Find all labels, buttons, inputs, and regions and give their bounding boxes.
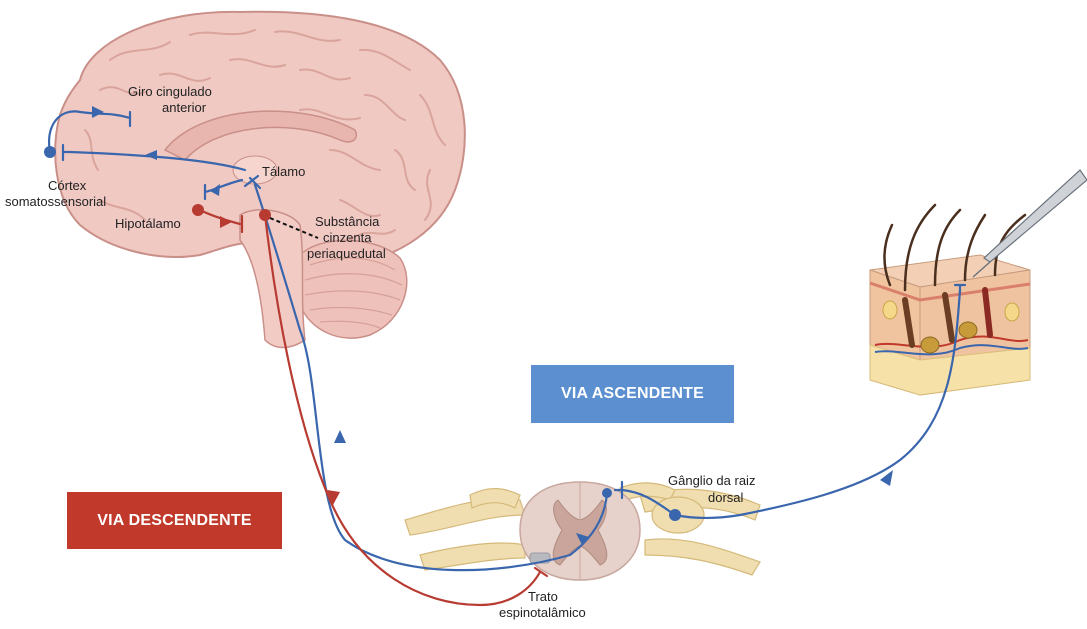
descending-pathway-box: VIA DESCENDENTE <box>67 492 282 549</box>
ascending-pathway-box: VIA ASCENDENTE <box>531 365 734 423</box>
label-cingulate-1: Giro cingulado <box>128 84 212 99</box>
skin-cross-section-icon <box>870 205 1030 395</box>
needle-icon <box>973 170 1087 277</box>
label-tract-1: Trato <box>528 589 558 604</box>
label-pag-1: Substância <box>315 214 380 229</box>
label-pag-3: periaquedutal <box>307 246 386 261</box>
label-cingulate-2: anterior <box>162 100 207 115</box>
label-ganglion-1: Gânglio da raiz <box>668 473 755 488</box>
label-pag-2: cinzenta <box>323 230 372 245</box>
label-tract-2: espinotalâmico <box>499 605 586 620</box>
label-ganglion-2: dorsal <box>708 490 744 505</box>
brain-illustration <box>55 12 465 348</box>
label-hypothalamus: Hipotálamo <box>115 216 181 231</box>
label-cortex-1: Córtex <box>48 178 87 193</box>
spinal-cord-cross-section <box>405 482 760 580</box>
label-cortex-2: somatossensorial <box>5 194 106 209</box>
label-thalamus: Tálamo <box>262 164 305 179</box>
